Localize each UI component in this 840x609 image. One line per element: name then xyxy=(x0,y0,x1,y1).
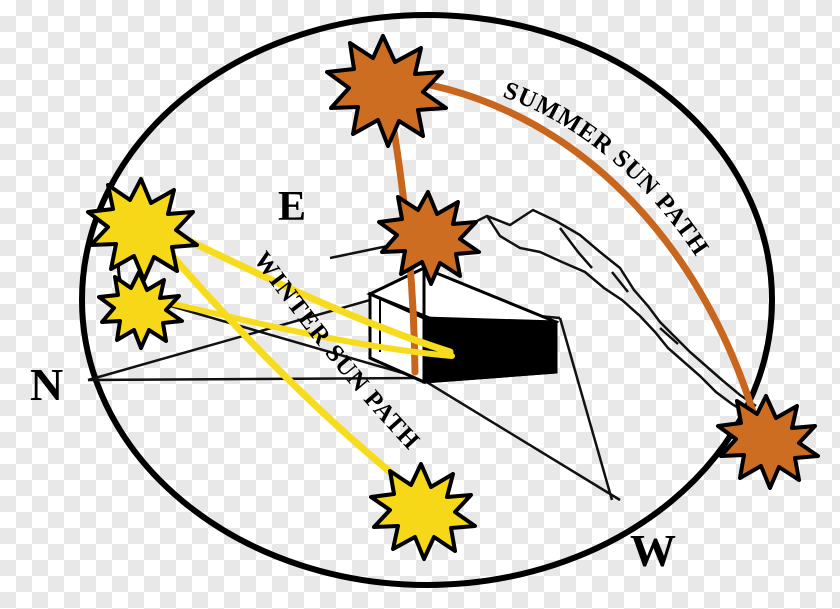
sun-winter-low xyxy=(97,270,184,350)
sun-summer-high xyxy=(325,34,448,148)
sky-dome xyxy=(79,12,775,588)
house xyxy=(366,266,560,385)
compass-label-west: W xyxy=(630,525,676,576)
mountain-ridge xyxy=(454,208,757,416)
compass-label-north: N xyxy=(30,359,63,410)
compass-label-east: E xyxy=(278,184,306,230)
sun-summer-set xyxy=(716,394,820,490)
sun-summer-mid xyxy=(377,190,481,286)
sun-winter-set xyxy=(369,462,477,561)
